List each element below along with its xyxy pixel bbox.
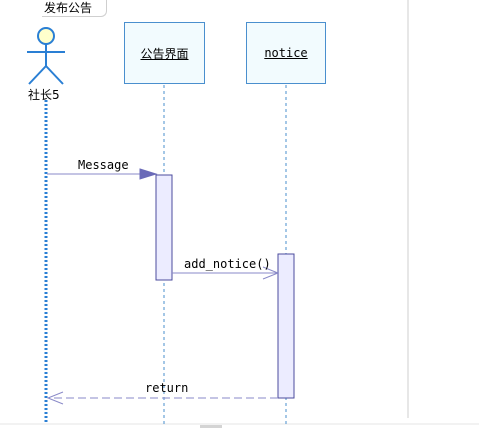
actor-head	[37, 27, 55, 45]
open-arrowhead	[46, 391, 64, 405]
actor-left-leg	[28, 65, 47, 85]
lifeline-box-ui[interactable]: 公告界面	[124, 22, 205, 84]
activation-bar-ui[interactable]	[155, 174, 173, 281]
message-label-3: return	[145, 381, 189, 395]
message-label-1: Message	[78, 158, 129, 172]
filled-arrowhead	[139, 168, 158, 180]
lifeline-label-ui: 公告界面	[140, 46, 189, 61]
message-arrow-1[interactable]	[47, 168, 158, 180]
horizontal-scrollbar-thumb[interactable]	[200, 425, 222, 428]
message-label-2: add_notice()	[184, 257, 271, 271]
open-arrowhead	[262, 266, 280, 280]
lifeline-box-notice[interactable]: notice	[246, 22, 326, 84]
frame-title-tab: 发布公告	[42, 0, 107, 17]
message-arrow-3[interactable]	[46, 391, 278, 405]
actor-right-leg	[45, 65, 64, 85]
actor-stick-figure[interactable]	[27, 27, 65, 85]
message-arrow-2[interactable]	[172, 266, 280, 280]
lifeline-label-notice: notice	[264, 46, 308, 60]
actor-label: 社长5	[28, 88, 60, 102]
activation-bar-notice[interactable]	[277, 253, 295, 399]
